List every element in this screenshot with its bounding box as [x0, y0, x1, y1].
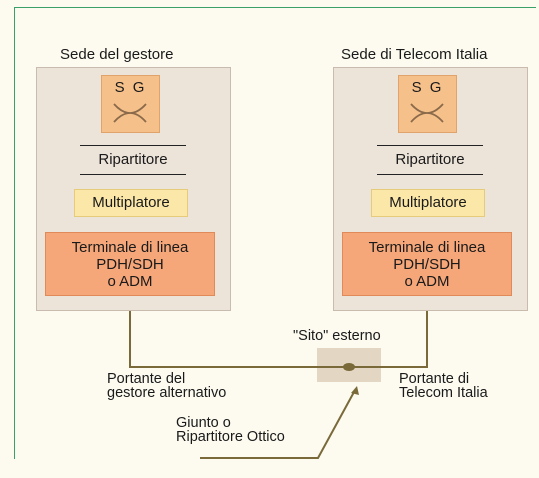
right-terminal-line-3: o ADM	[404, 273, 450, 290]
left-multiplatore: Multiplatore	[74, 189, 188, 217]
left-carrier-label: Portante del gestore alternativo	[107, 371, 227, 401]
left-terminal-line-2: PDH/SDH	[96, 256, 164, 273]
right-carrier-label-line-2: Telecom Italia	[399, 385, 488, 401]
right-terminal: Terminale di linea PDH/SDH o ADM	[342, 232, 512, 296]
right-carrier-label-line-1: Portante di	[399, 371, 470, 387]
right-ripartitore: Ripartitore	[377, 145, 483, 175]
right-sg-label: S G	[411, 79, 444, 96]
splice-label-line-1: Giunto o	[176, 415, 231, 431]
splice-label: Giunto o Ripartitore Ottico	[176, 415, 285, 445]
right-terminal-line-2: PDH/SDH	[393, 256, 461, 273]
splice-label-line-2: Ripartitore Ottico	[176, 429, 285, 445]
left-terminal-line-1: Terminale di linea	[71, 239, 189, 256]
right-sg-box: S G	[398, 75, 457, 133]
splice-node	[343, 363, 355, 371]
left-site-title: Sede del gestore	[60, 46, 174, 63]
crossconnect-icon	[113, 103, 147, 123]
right-carrier-label: Portante di Telecom Italia	[399, 371, 488, 401]
right-terminal-line-1: Terminale di linea	[368, 239, 486, 256]
frame-left-border	[14, 7, 15, 459]
crossconnect-icon	[410, 103, 444, 123]
right-multiplatore: Multiplatore	[371, 189, 485, 217]
left-terminal-line-3: o ADM	[107, 273, 153, 290]
right-site-title: Sede di Telecom Italia	[341, 46, 488, 63]
left-terminal: Terminale di linea PDH/SDH o ADM	[45, 232, 215, 296]
left-ripartitore: Ripartitore	[80, 145, 186, 175]
left-sg-box: S G	[101, 75, 160, 133]
splice-pointer	[200, 391, 355, 459]
carrier-line	[129, 295, 428, 368]
splice-arrowhead	[351, 386, 359, 395]
frame-top-border	[14, 7, 536, 8]
left-sg-label: S G	[114, 79, 147, 96]
left-carrier-label-line-1: Portante del	[107, 371, 186, 387]
external-site-label: "Sito" esterno	[293, 328, 381, 344]
left-carrier-label-line-2: gestore alternativo	[107, 385, 227, 401]
